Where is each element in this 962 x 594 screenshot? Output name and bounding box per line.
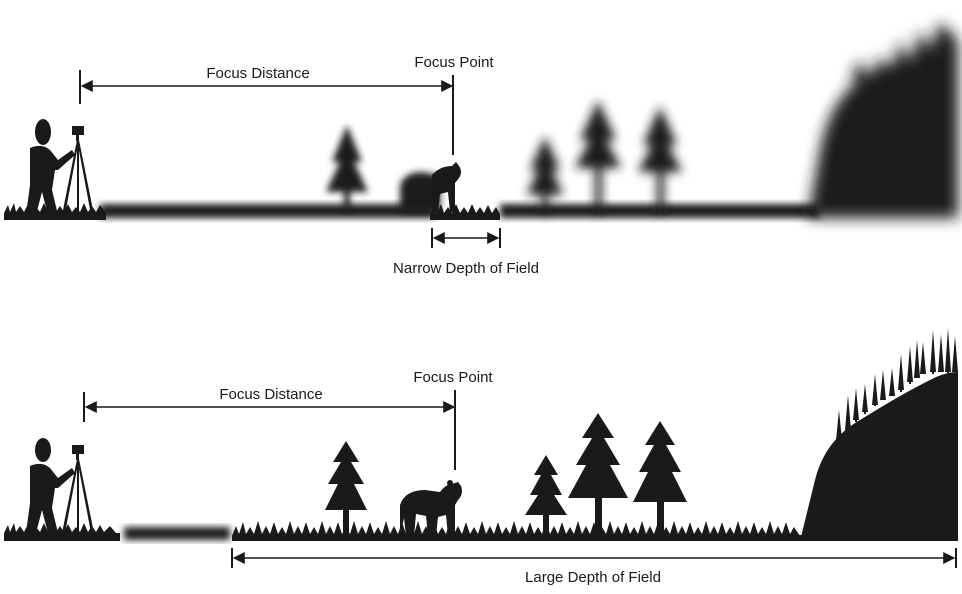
- bear-in-focus: [432, 162, 461, 212]
- tree-4: [633, 421, 687, 536]
- bear: [400, 480, 462, 536]
- tree-blurred-1: [326, 125, 368, 212]
- focus-point-label: Focus Point: [413, 369, 493, 386]
- tree-blurred-2: [527, 136, 563, 213]
- grass-left: [4, 523, 120, 540]
- ground-line-left: [4, 536, 120, 541]
- ground-blurred-near: [124, 527, 230, 540]
- tree-2: [525, 455, 567, 536]
- panel-narrow: Focus Distance Focus Point Narrow Depth …: [4, 22, 958, 277]
- tree-1: [325, 441, 367, 536]
- grass-focus: [430, 204, 500, 220]
- depth-of-field-label: Narrow Depth of Field: [393, 260, 539, 277]
- panel-large: Focus Distance Focus Point Large Depth o…: [4, 328, 958, 586]
- tree-3: [568, 413, 628, 536]
- photographer: [26, 119, 94, 215]
- photographer: [26, 438, 94, 533]
- focus-point-label: Focus Point: [414, 54, 494, 71]
- hill: [800, 328, 958, 541]
- grass-sharp: [232, 521, 800, 536]
- bear-blurred: [400, 172, 440, 212]
- ground-sharp: [232, 535, 958, 541]
- focus-distance-label: Focus Distance: [219, 386, 322, 403]
- focus-distance-label: Focus Distance: [206, 65, 309, 82]
- tree-blurred-3: [575, 100, 621, 213]
- ground-blurred-left: [100, 204, 435, 218]
- ground-line-left: [4, 215, 106, 220]
- tree-blurred-4: [638, 106, 682, 213]
- depth-of-field-label: Large Depth of Field: [525, 569, 661, 586]
- hill-blurred: [808, 22, 958, 218]
